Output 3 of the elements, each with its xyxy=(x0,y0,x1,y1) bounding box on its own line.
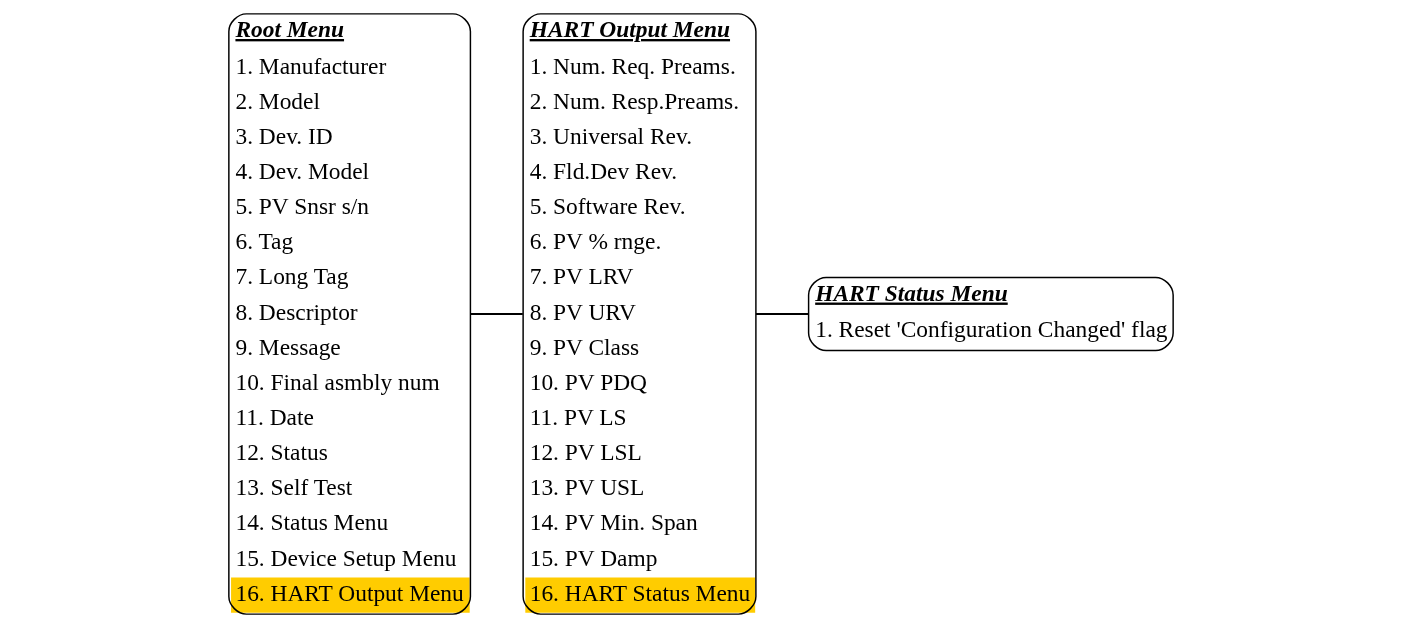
node-box: HART Status Menu 1. Reset 'Configuration Changed' flag xyxy=(807,276,1174,352)
connector xyxy=(754,313,809,315)
connector xyxy=(469,313,524,315)
